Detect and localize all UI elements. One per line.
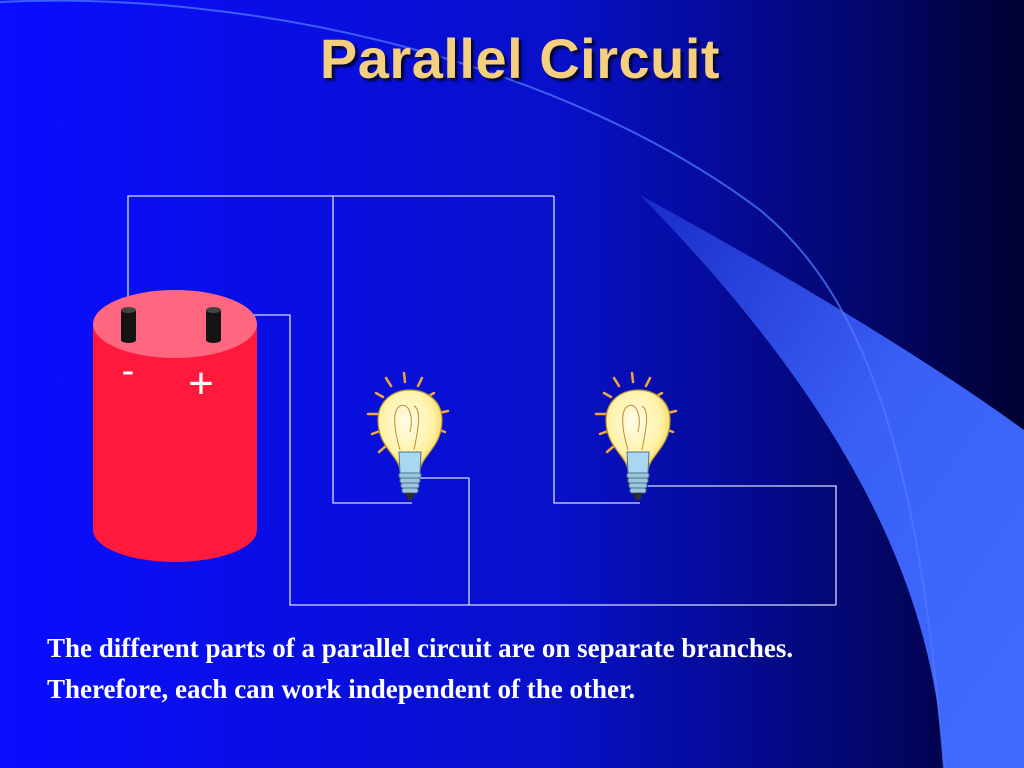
wire-branch-bulb-2-top bbox=[553, 196, 640, 504]
wire-branch-bulb-1-top bbox=[332, 196, 412, 504]
wire-branch-bulb-1-bottom bbox=[420, 477, 470, 605]
wire-negative-to-top-rail bbox=[127, 195, 554, 320]
bulb-filament bbox=[622, 404, 648, 451]
negative-label: - bbox=[122, 350, 135, 392]
wire-positive-to-bottom-rail bbox=[220, 314, 836, 606]
light-bulb-1 bbox=[366, 371, 450, 500]
positive-label: + bbox=[188, 359, 214, 408]
caption-line-1: The different parts of a parallel circui… bbox=[47, 633, 794, 663]
negative-terminal bbox=[121, 307, 136, 343]
bulb-base bbox=[398, 451, 422, 500]
bulb-rays bbox=[366, 371, 450, 454]
battery-top bbox=[93, 290, 257, 358]
bulb-filament bbox=[394, 404, 420, 451]
decorative-arc-line bbox=[0, 0, 945, 768]
wire-branch-bulb-2-bottom bbox=[648, 485, 837, 605]
light-bulb-2 bbox=[594, 371, 678, 500]
positive-terminal bbox=[206, 307, 221, 343]
battery: - + bbox=[93, 290, 257, 562]
slide-title: Parallel Circuit bbox=[319, 27, 721, 90]
bulb-base bbox=[626, 451, 650, 500]
battery-body bbox=[93, 325, 257, 562]
caption-line-2: Therefore, each can work independent of … bbox=[47, 674, 636, 704]
wires bbox=[127, 195, 837, 606]
